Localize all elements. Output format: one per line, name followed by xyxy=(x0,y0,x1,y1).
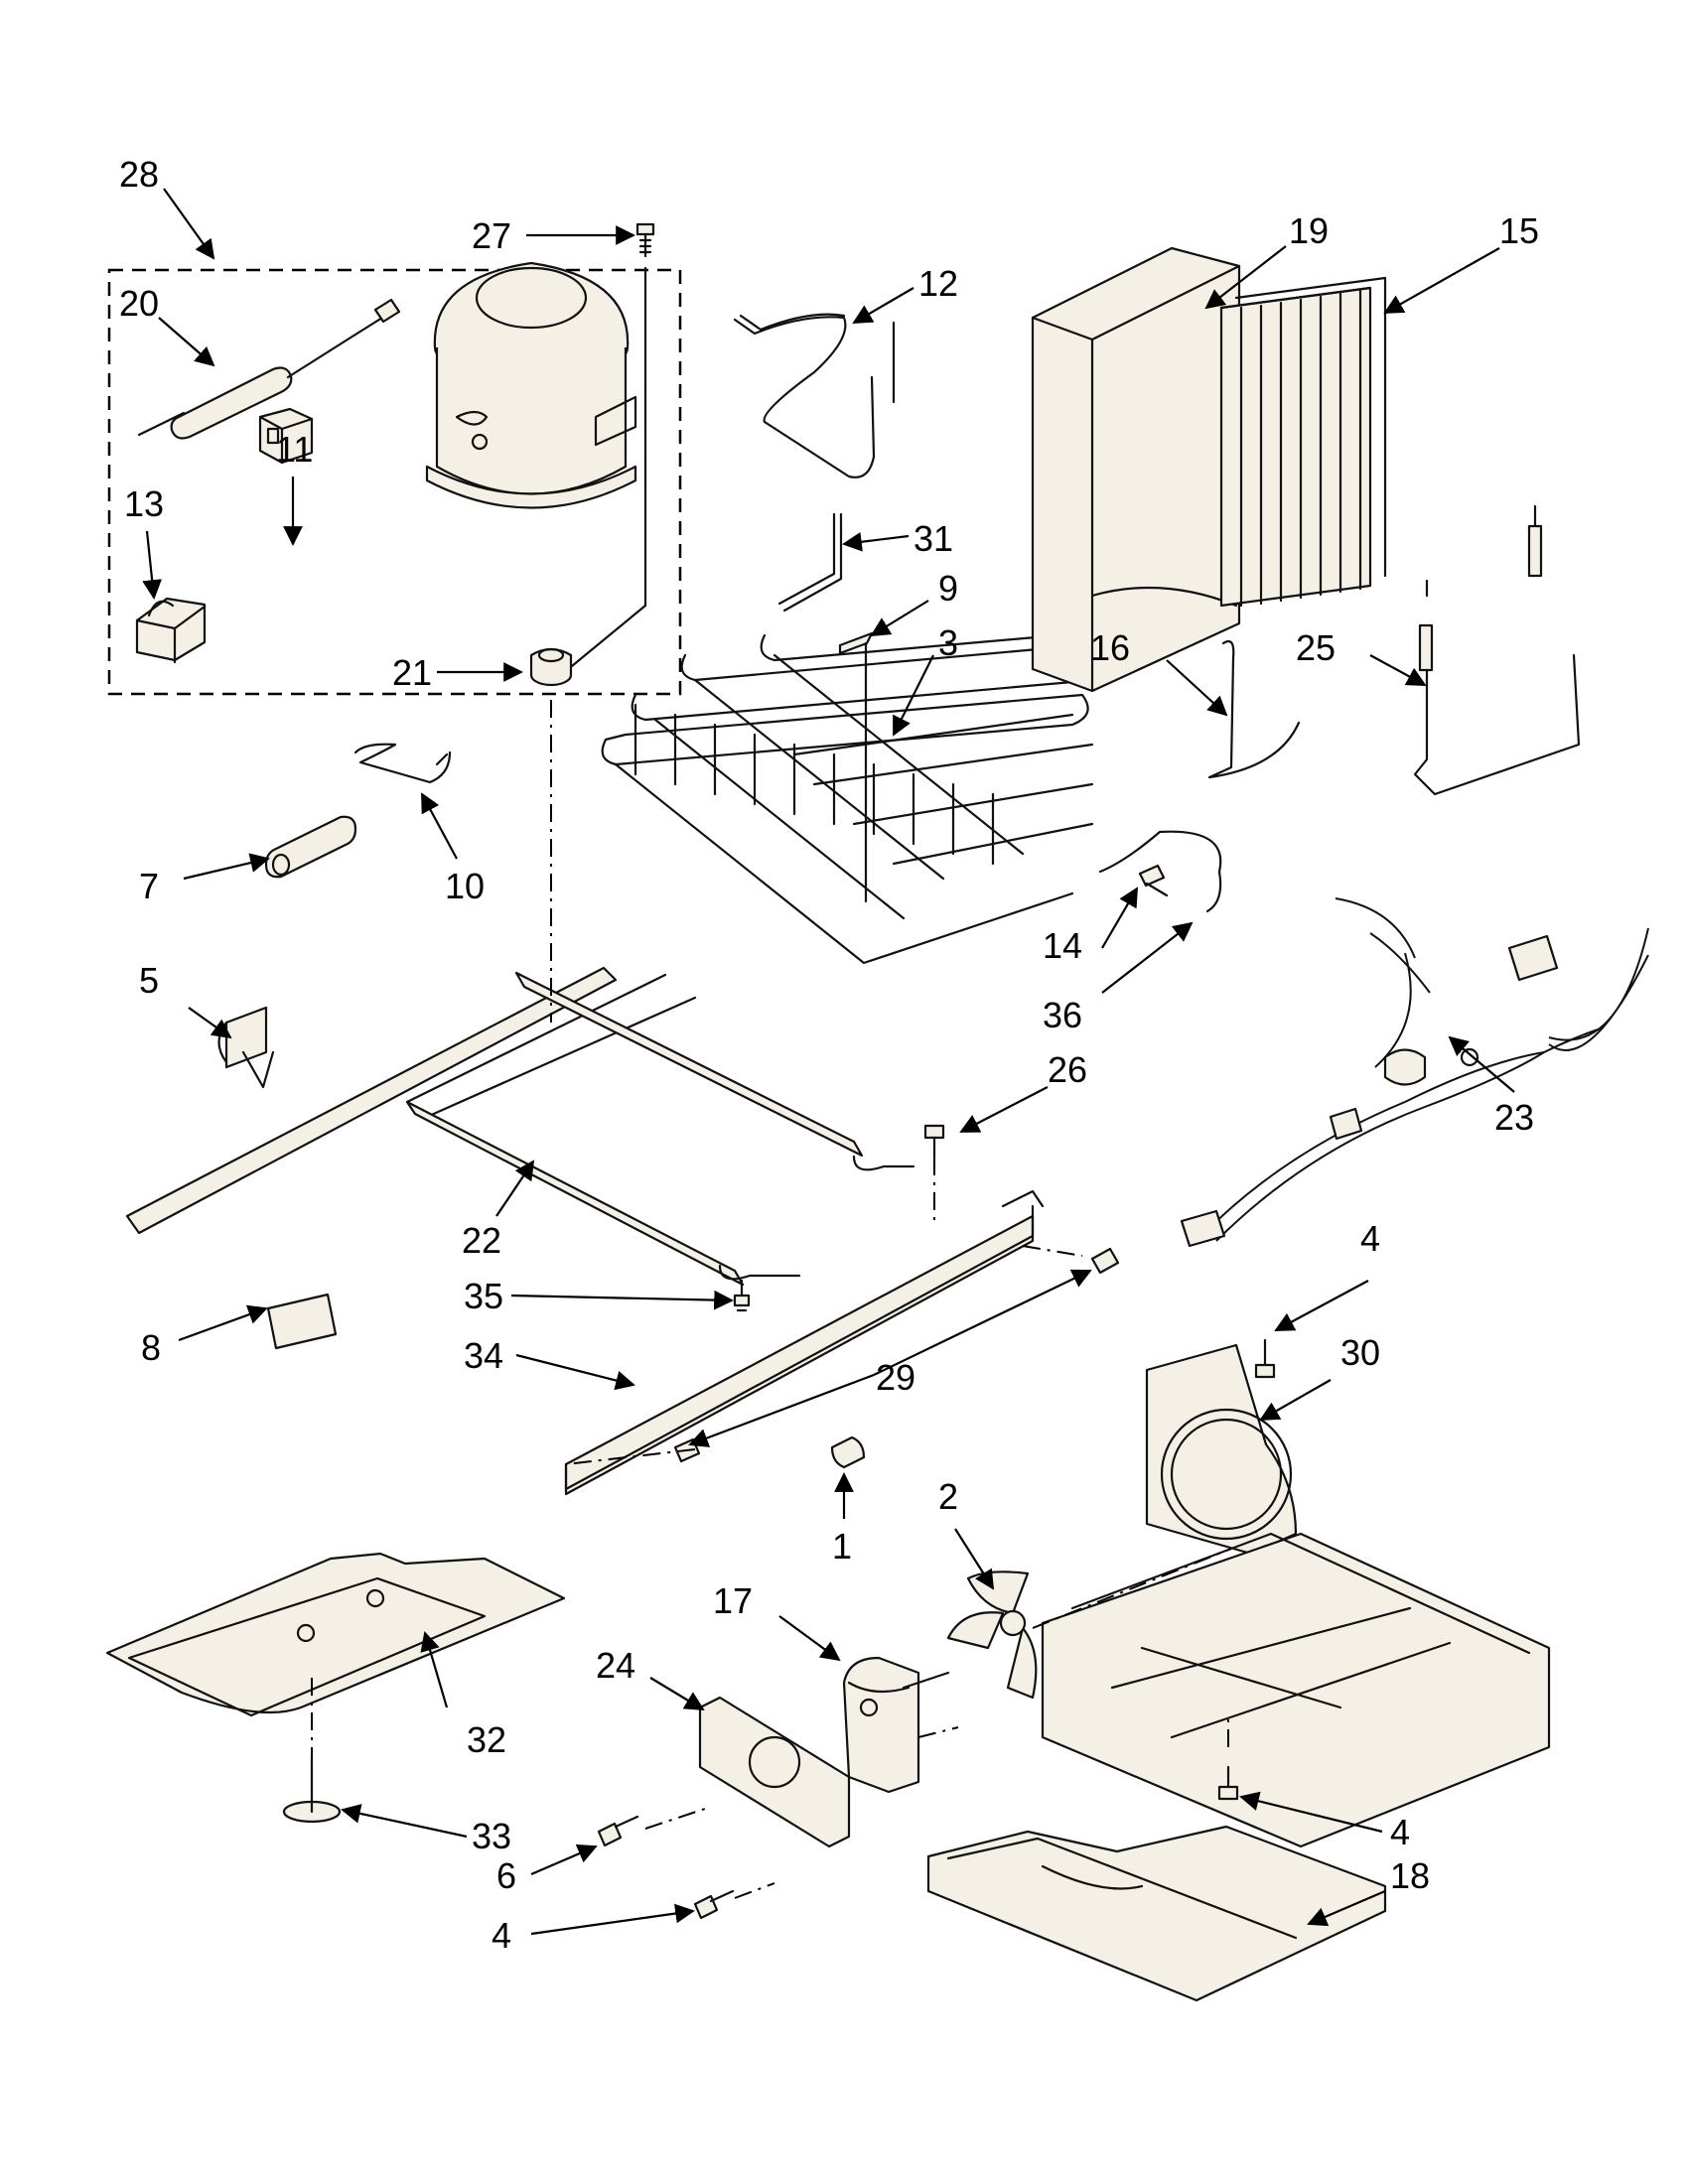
part-33-foot[interactable] xyxy=(282,1755,342,1824)
callout-32: 32 xyxy=(467,1719,506,1760)
part-27-screw[interactable] xyxy=(635,222,655,258)
part-35-screw[interactable] xyxy=(733,1279,751,1312)
part-6-screw[interactable] xyxy=(597,1815,639,1847)
callout-25: 25 xyxy=(1296,627,1336,668)
callout-18: 18 xyxy=(1390,1855,1430,1896)
callout-12: 12 xyxy=(918,263,958,304)
part-1-plug[interactable] xyxy=(830,1435,866,1469)
callout-13: 13 xyxy=(124,483,164,524)
callout-4-mid: 4 xyxy=(1390,1812,1410,1852)
part-5-clip[interactable] xyxy=(217,1006,275,1089)
callout-36: 36 xyxy=(1043,995,1082,1035)
callout-33: 33 xyxy=(472,1816,511,1856)
part-32-cover[interactable] xyxy=(105,1552,566,1717)
alignment-lines xyxy=(311,700,1232,1899)
callout-31: 31 xyxy=(914,518,953,559)
callout-20: 20 xyxy=(119,283,159,324)
callout-16: 16 xyxy=(1090,627,1130,668)
part-16-clip[interactable] xyxy=(1207,639,1301,779)
callout-23: 23 xyxy=(1494,1097,1534,1138)
part-34-rail[interactable] xyxy=(564,1189,1045,1496)
part-4-screw-bottom[interactable] xyxy=(693,1889,735,1920)
callout-30: 30 xyxy=(1340,1332,1380,1373)
callout-5: 5 xyxy=(139,960,159,1001)
callouts: 28 27 20 11 13 21 12 19 15 31 9 3 16 25 … xyxy=(119,154,1539,1956)
callout-8: 8 xyxy=(141,1327,161,1368)
part-12-tube[interactable] xyxy=(733,313,896,478)
part-3-condenser[interactable] xyxy=(601,630,1094,965)
part-24-bracket[interactable] xyxy=(698,1696,851,1848)
part-31-tube[interactable] xyxy=(777,512,843,613)
part-2-fan-blade[interactable] xyxy=(946,1570,1038,1700)
part-compressor[interactable] xyxy=(425,261,647,677)
part-21-grommet[interactable] xyxy=(529,647,573,687)
part-19-shroud[interactable] xyxy=(1031,246,1241,693)
leader-arrows xyxy=(142,188,1515,1936)
callout-6: 6 xyxy=(496,1855,516,1896)
part-8-pad[interactable] xyxy=(266,1293,338,1350)
part-13-clip[interactable] xyxy=(135,597,207,664)
part-22-frame[interactable] xyxy=(125,966,915,1287)
compressor-group-box xyxy=(107,268,682,696)
callout-9: 9 xyxy=(938,568,958,609)
callout-17: 17 xyxy=(713,1580,753,1621)
callout-35: 35 xyxy=(464,1276,503,1316)
callout-7: 7 xyxy=(139,866,159,906)
part-14-screw[interactable] xyxy=(1138,864,1169,897)
part-18-drain-pan[interactable] xyxy=(926,1825,1387,2002)
callout-27: 27 xyxy=(472,215,511,256)
callout-34: 34 xyxy=(464,1335,503,1376)
part-23-harness[interactable] xyxy=(1180,897,1649,1248)
part-25-dryer[interactable] xyxy=(1413,504,1581,796)
callout-1: 1 xyxy=(832,1526,852,1567)
callout-14: 14 xyxy=(1043,925,1082,966)
part-26-screw[interactable] xyxy=(923,1124,945,1160)
part-17-motor[interactable] xyxy=(842,1656,950,1794)
callout-4-upper: 4 xyxy=(1360,1218,1380,1259)
part-9-bracket[interactable] xyxy=(838,631,874,903)
callout-15: 15 xyxy=(1499,210,1539,251)
callout-10: 10 xyxy=(445,866,485,906)
callout-19: 19 xyxy=(1289,210,1329,251)
callout-4-bottom: 4 xyxy=(492,1915,511,1956)
callout-26: 26 xyxy=(1048,1049,1087,1090)
callout-2: 2 xyxy=(938,1476,958,1517)
part-10-bracket[interactable] xyxy=(353,743,452,784)
callout-24: 24 xyxy=(596,1645,635,1686)
callout-11: 11 xyxy=(276,429,313,470)
part-4-screw-upper[interactable] xyxy=(1254,1338,1276,1379)
part-29-screw-a[interactable] xyxy=(1090,1247,1120,1275)
part-15-evaporator[interactable] xyxy=(1219,276,1387,608)
part-36-wire[interactable] xyxy=(1098,830,1222,913)
part-11-relay[interactable] xyxy=(258,407,314,465)
callout-28: 28 xyxy=(119,154,159,195)
callout-21: 21 xyxy=(392,652,432,693)
part-4-screw-mid[interactable] xyxy=(1217,1765,1239,1801)
callout-3: 3 xyxy=(938,622,958,663)
callout-29: 29 xyxy=(876,1357,915,1398)
part-7-tube[interactable] xyxy=(264,815,357,879)
part-floor[interactable] xyxy=(1041,1532,1551,1848)
callout-22: 22 xyxy=(462,1220,501,1261)
part-20-tube[interactable] xyxy=(137,298,401,440)
